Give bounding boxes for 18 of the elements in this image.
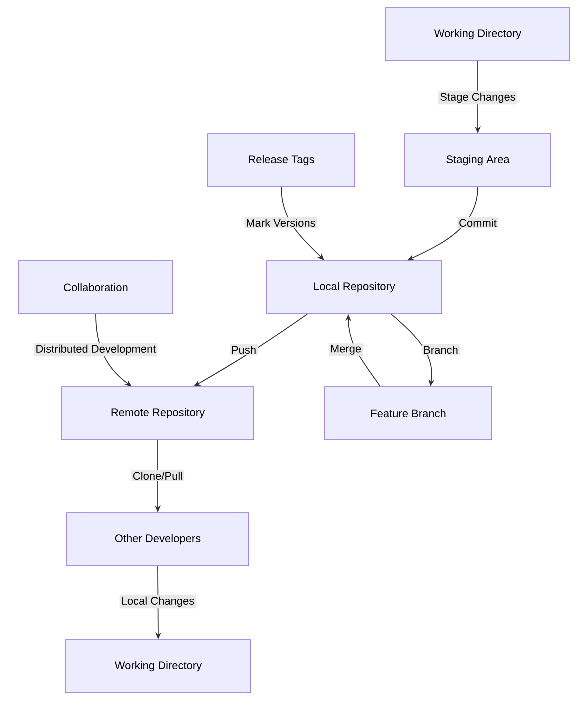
edge-label: Branch [422, 344, 460, 356]
process-box: Local Repository [266, 260, 442, 314]
process-box: Release Tags [208, 134, 356, 188]
edge-label: Clone/Pull [131, 470, 185, 482]
process-box: Working Directory [386, 8, 570, 62]
edge-label: Merge [328, 344, 364, 356]
process-box: Staging Area [404, 134, 552, 188]
process-box: Remote Repository [62, 386, 254, 440]
edge-label: Stage Changes [438, 91, 518, 105]
edge-label: Commit [458, 217, 498, 229]
process-box: Other Developers [66, 512, 250, 566]
edge-label: Push [230, 344, 258, 356]
process-box: Feature Branch [324, 386, 492, 440]
process-box: Collaboration [18, 260, 174, 314]
edge-label: Local Changes [120, 595, 196, 609]
process-box: Working Directory [66, 640, 252, 694]
edge-label: Distributed Development [34, 343, 158, 357]
edge-label: Mark Versions [244, 217, 318, 229]
